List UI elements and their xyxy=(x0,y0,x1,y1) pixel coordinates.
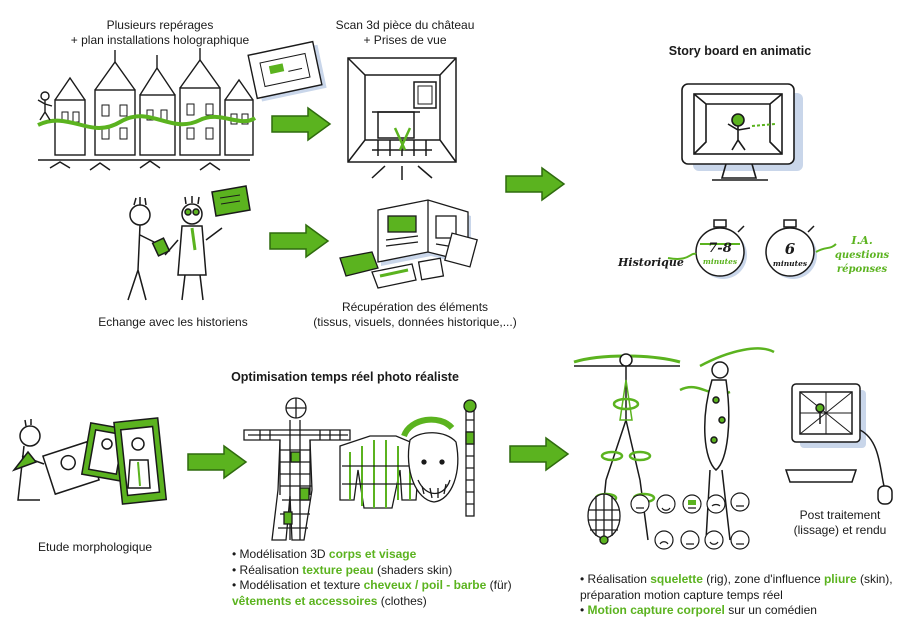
staff-icon xyxy=(463,399,477,517)
scan-caption: Scan 3d pièce du château + Prises de vue xyxy=(320,18,490,48)
optimisation-item: vêtements et accessoires (clothes) xyxy=(232,593,427,608)
motion-list: • Réalisation squelette (rig), zone d'in… xyxy=(580,572,920,619)
recuperation-line2: (tissus, visuels, données historique,...… xyxy=(313,315,517,329)
plan-sheet-icon xyxy=(247,40,327,102)
reperages-caption: Plusieurs repérages + plan installations… xyxy=(50,18,270,48)
etude-caption: Etude morphologique xyxy=(37,540,153,554)
optimisation-title: Optimisation temps réel photo réaliste xyxy=(231,370,459,384)
face-mesh-icon xyxy=(587,493,621,545)
historique-label: Historique xyxy=(617,256,684,269)
recuperation-caption: Récupération des éléments (tissus, visue… xyxy=(300,300,530,330)
clothing-icon xyxy=(339,435,421,509)
post-caption: Post traitement (lissage) et rendu xyxy=(770,508,910,538)
ia-line2: questions xyxy=(835,250,890,261)
timer2-unit: minutes xyxy=(773,259,808,268)
timer1-unit: minutes xyxy=(703,257,738,266)
reperages-line2: + plan installations holographique xyxy=(70,33,250,47)
stopwatch-2-icon xyxy=(765,219,817,279)
connector-2-icon xyxy=(815,243,837,253)
castle-icon xyxy=(37,48,257,171)
motion-item: • Réalisation squelette (rig), zone d'in… xyxy=(580,572,893,586)
facial-expressions-icon xyxy=(630,492,750,550)
stopwatch-1-icon xyxy=(695,219,747,279)
storyboard-title: Story board en animatic xyxy=(668,44,812,58)
reperages-line1: Plusieurs repérages xyxy=(106,18,214,32)
monitor-icon xyxy=(681,83,803,181)
motion-item: • Motion capture corporel sur un comédie… xyxy=(580,603,817,617)
timer2-value: 6 xyxy=(785,240,796,258)
optimisation-list: • Modélisation 3D corps et visage • Réal… xyxy=(232,547,532,609)
morphology-study-icon xyxy=(11,417,168,505)
beard-head-icon xyxy=(401,416,459,503)
optimisation-item: • Modélisation et texture cheveux / poil… xyxy=(232,578,512,592)
mesh-body-icon xyxy=(243,397,351,541)
connector-icon xyxy=(667,252,697,260)
motion-item: préparation motion capture temps réel xyxy=(580,587,783,602)
ia-line1: I.A. xyxy=(850,234,873,247)
historians-icon xyxy=(127,185,251,301)
scan-line2: + Prises de vue xyxy=(363,33,447,47)
scanned-room-icon xyxy=(347,57,457,180)
skeleton-rig-icon xyxy=(573,347,775,541)
optimisation-item: • Réalisation texture peau (shaders skin… xyxy=(232,562,453,577)
scan-line1: Scan 3d pièce du château xyxy=(335,18,475,32)
post-line1: Post traitement xyxy=(799,508,881,522)
computer-icon xyxy=(784,383,893,505)
timer1-value: 7-8 xyxy=(708,241,732,256)
recuperation-line1: Récupération des éléments xyxy=(341,300,489,314)
optimisation-item: • Modélisation 3D corps et visage xyxy=(232,547,417,561)
ia-line3: réponses xyxy=(837,264,888,275)
post-line2: (lissage) et rendu xyxy=(793,523,887,537)
documents-icon xyxy=(339,199,478,289)
historiens-caption: Echange avec les historiens xyxy=(98,315,248,329)
